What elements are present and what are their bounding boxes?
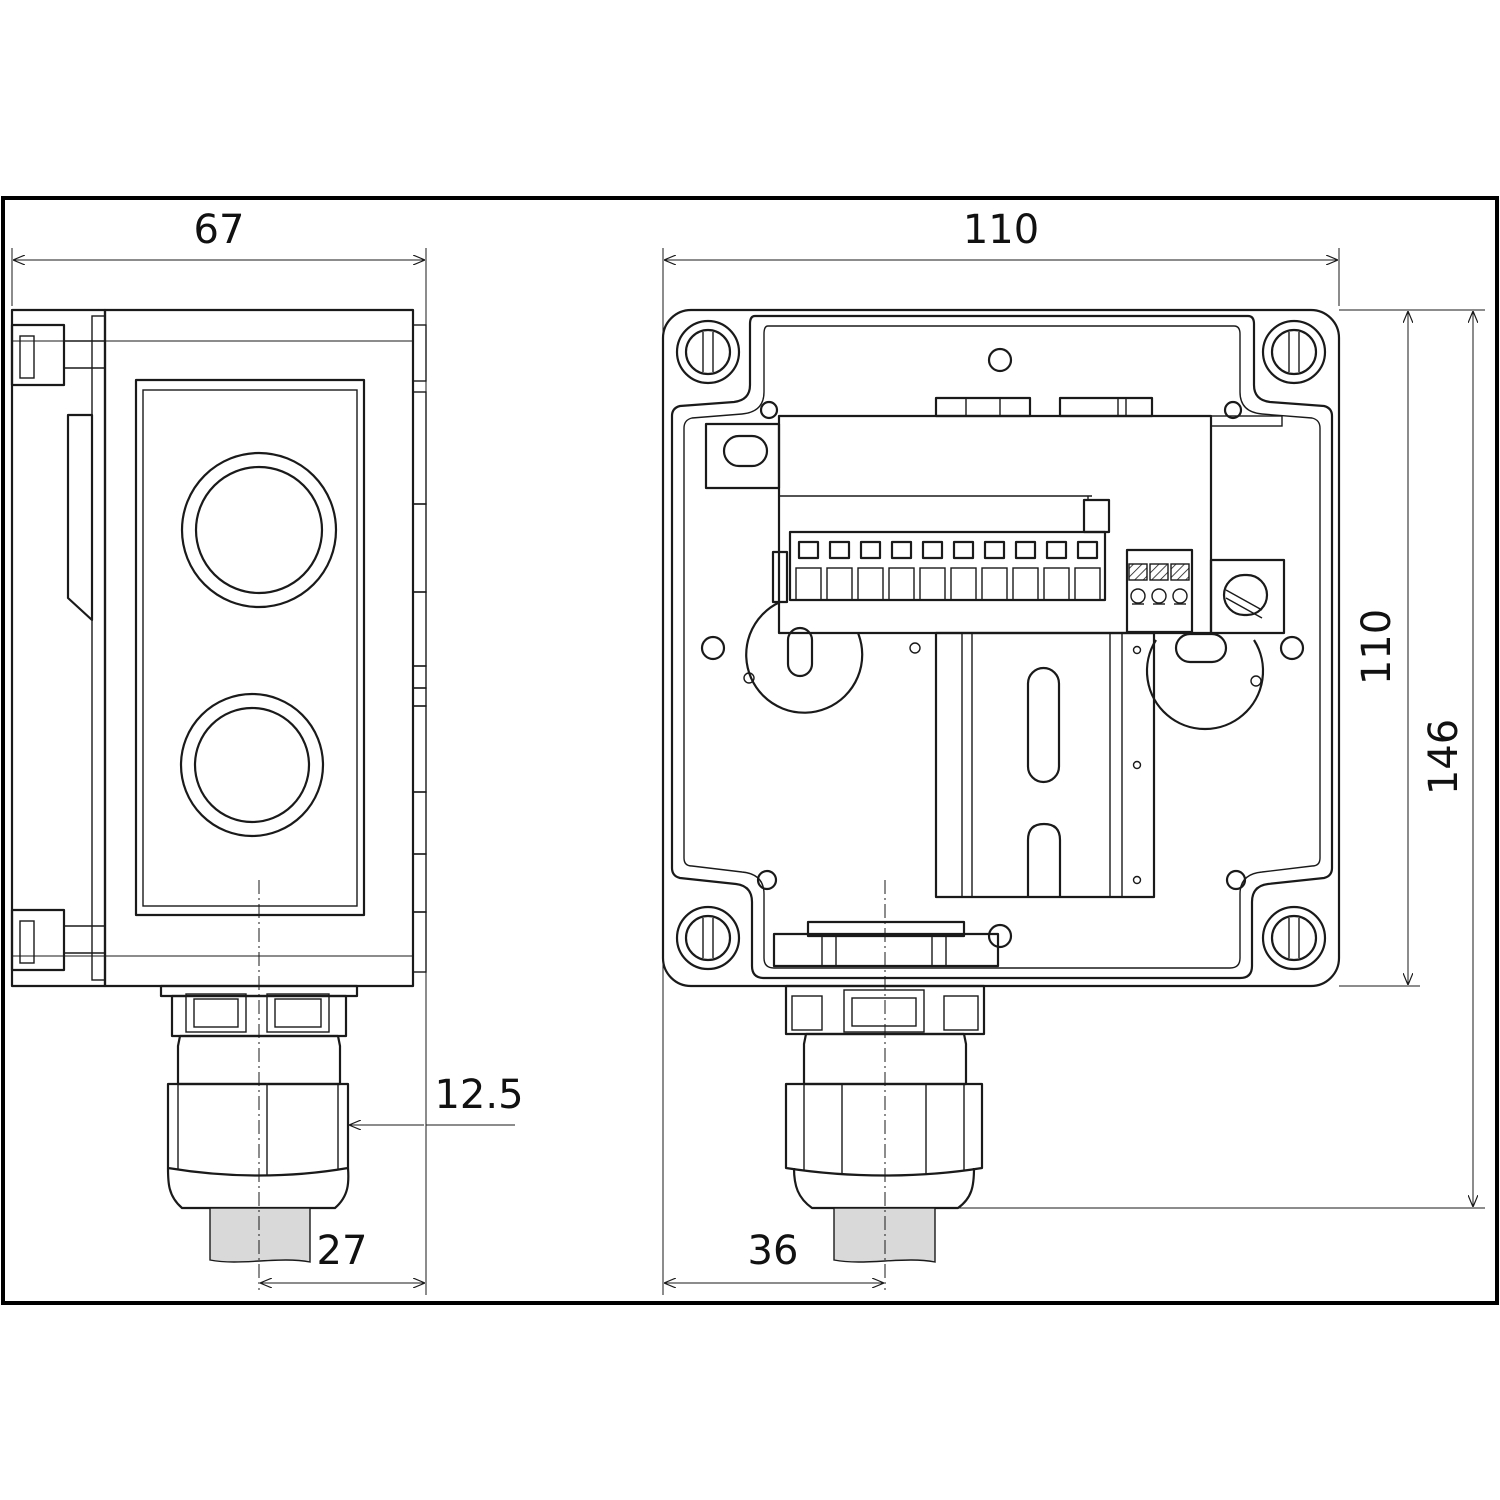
dim-inner-height: 110 — [1354, 609, 1400, 685]
terminal-cell-bottom — [1043, 567, 1070, 601]
enclosure-seal-outer — [670, 314, 1334, 980]
corner-screw-top-left — [675, 319, 741, 385]
terminal-cell-bottom — [919, 567, 946, 601]
terminal-cell-bottom — [888, 567, 915, 601]
terminal-cell-top — [890, 540, 913, 560]
side-view-cable-gland — [159, 880, 359, 1290]
dim-front-width: 110 — [963, 207, 1039, 253]
terminal-cell-top — [921, 540, 944, 560]
dim-gland-center-side: 27 — [317, 1228, 368, 1274]
terminal-cell-bottom — [857, 567, 884, 601]
terminal-cell-top — [1045, 540, 1068, 560]
ground-terminal — [1125, 548, 1194, 634]
enclosure-seal-inner — [683, 325, 1321, 969]
dim-side-width: 67 — [194, 207, 245, 253]
side-view-lid — [10, 308, 107, 988]
push-button-top — [180, 451, 338, 609]
din-rail — [934, 631, 1156, 899]
terminal-cell-top — [1076, 540, 1099, 560]
mounting-holes — [700, 347, 1305, 949]
drawing-frame — [1, 196, 1499, 1305]
side-view-ribs — [412, 324, 427, 973]
side-view-faceplate — [134, 378, 366, 917]
front-view-cable-gland — [784, 880, 986, 1290]
terminal-cell-top — [1014, 540, 1037, 560]
terminal-cell-top — [952, 540, 975, 560]
front-view: 110 110 146 36 — [661, 207, 1485, 1295]
dim-total-height: 146 — [1421, 719, 1467, 795]
push-button-bottom — [179, 692, 325, 838]
terminal-block — [795, 540, 1101, 601]
side-view: 67 12.5 27 — [10, 207, 524, 1295]
terminal-cell-bottom — [795, 567, 822, 601]
corner-screw-bottom-left — [675, 905, 741, 971]
terminal-cell-top — [828, 540, 851, 560]
enclosure-outer — [661, 308, 1341, 988]
terminal-cell-bottom — [1012, 567, 1039, 601]
dim-gland-offset: 12.5 — [434, 1072, 523, 1118]
dim-gland-center-front: 36 — [748, 1228, 799, 1274]
terminal-module — [704, 414, 1286, 635]
corner-screw-top-right — [1261, 319, 1327, 385]
terminal-cell-top — [859, 540, 882, 560]
front-view-inner-nut — [772, 920, 1000, 968]
terminal-cell-bottom — [1074, 567, 1101, 601]
terminal-cell-bottom — [950, 567, 977, 601]
terminal-cell-top — [797, 540, 820, 560]
terminal-cell-bottom — [981, 567, 1008, 601]
terminal-cell-bottom — [826, 567, 853, 601]
side-view-dimensions: 67 12.5 27 — [11, 207, 524, 1295]
terminal-cell-top — [983, 540, 1006, 560]
front-view-dimensions: 110 110 146 36 — [662, 207, 1485, 1295]
corner-screw-bottom-right — [1261, 905, 1327, 971]
